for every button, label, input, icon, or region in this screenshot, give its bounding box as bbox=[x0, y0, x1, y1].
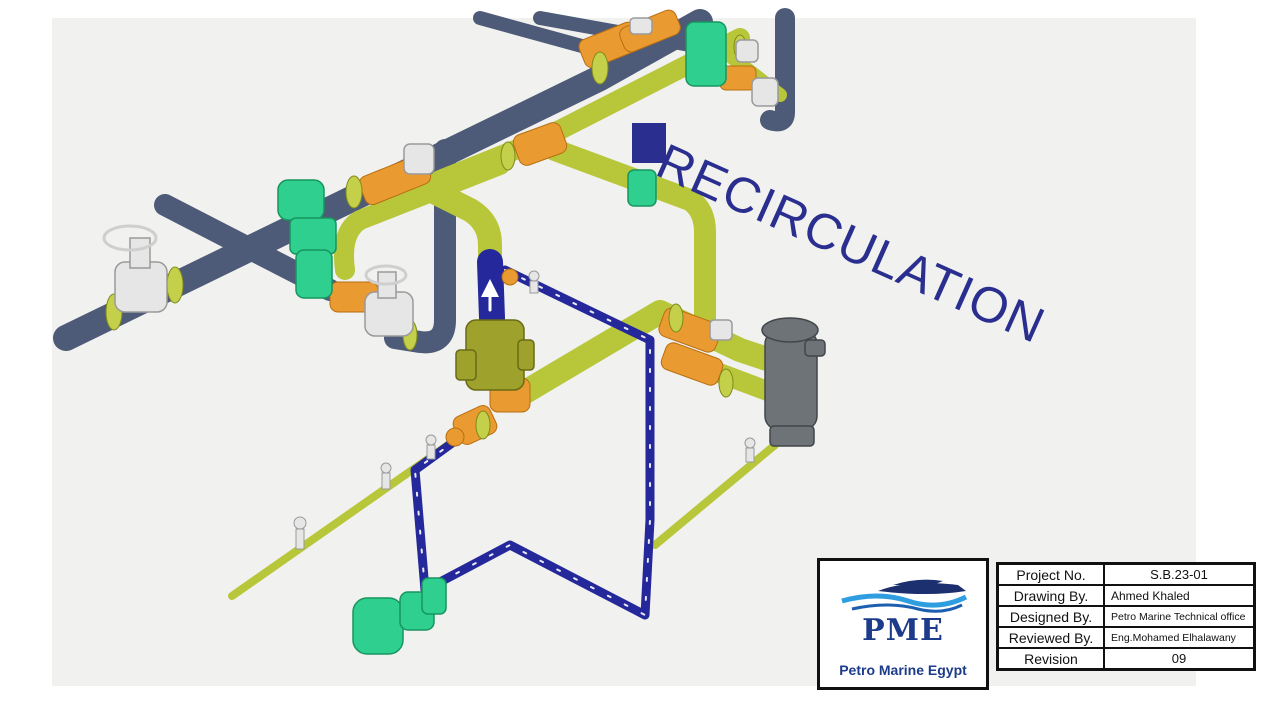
boat-logo-icon bbox=[841, 579, 968, 613]
title-value: Petro Marine Technical office bbox=[1103, 605, 1256, 628]
motor-icon bbox=[277, 179, 325, 221]
check-valve-icon bbox=[627, 169, 657, 207]
company-abbreviation: PME bbox=[862, 613, 944, 648]
title-row-project: Project No. S.B.23-01 bbox=[996, 562, 1256, 586]
instrument-valve-icon bbox=[293, 270, 756, 550]
legend-swatch bbox=[632, 123, 666, 163]
title-label: Project No. bbox=[996, 562, 1105, 586]
title-value: S.B.23-01 bbox=[1103, 562, 1256, 586]
gate-valve-icon bbox=[102, 17, 779, 341]
title-row-revision: Revision 09 bbox=[996, 647, 1256, 671]
title-label: Revision bbox=[996, 647, 1105, 671]
pump-motor-icon bbox=[352, 597, 404, 655]
gear-pump-icon bbox=[455, 319, 535, 391]
title-value: Ahmed Khaled bbox=[1103, 584, 1256, 607]
strainer-icon bbox=[761, 317, 826, 447]
title-label: Designed By. bbox=[996, 605, 1105, 628]
title-label: Reviewed By. bbox=[996, 626, 1105, 649]
title-row-designed: Designed By. Petro Marine Technical offi… bbox=[996, 605, 1256, 628]
recirculation-line bbox=[410, 249, 655, 620]
title-value: 09 bbox=[1103, 647, 1256, 671]
company-logo: PME Petro Marine Egypt bbox=[817, 558, 989, 690]
title-value: Eng.Mohamed Elhalawany bbox=[1103, 626, 1256, 649]
title-row-drawing: Drawing By. Ahmed Khaled bbox=[996, 584, 1256, 607]
title-row-reviewed: Reviewed By. Eng.Mohamed Elhalawany bbox=[996, 626, 1256, 649]
title-block: Project No. S.B.23-01 Drawing By. Ahmed … bbox=[996, 562, 1256, 671]
company-name: Petro Marine Egypt bbox=[839, 662, 967, 678]
title-label: Drawing By. bbox=[996, 584, 1105, 607]
green-equipment bbox=[277, 21, 727, 655]
